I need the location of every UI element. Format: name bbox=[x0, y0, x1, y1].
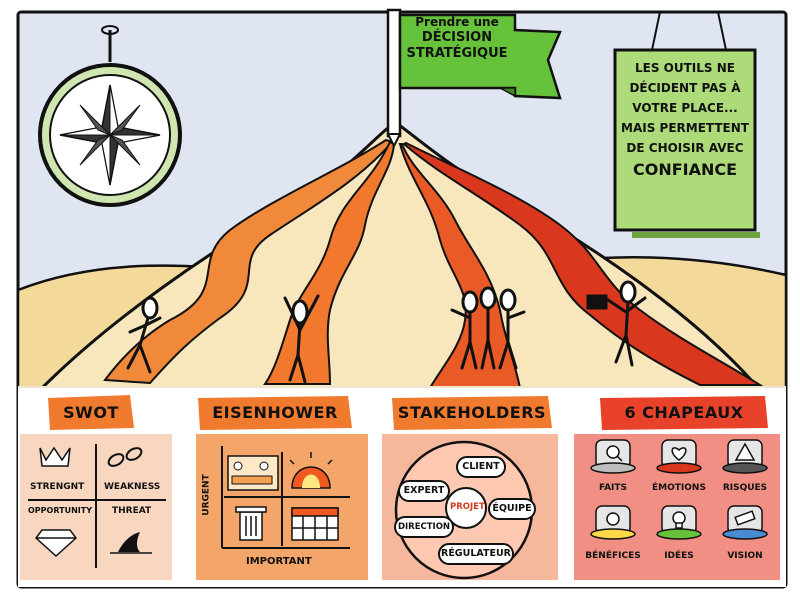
stakeholder-regulateur: Régulateur bbox=[438, 543, 514, 565]
hat-label-idees: Idées bbox=[664, 551, 694, 561]
swot-threat-label: Threat bbox=[112, 506, 152, 516]
sun-icon bbox=[590, 505, 636, 540]
path-1 bbox=[103, 138, 394, 385]
stakeholder-direction: Direction bbox=[394, 516, 454, 538]
sign-line-1: Les outils ne bbox=[635, 61, 735, 75]
compass-icon bbox=[38, 25, 182, 207]
swot-strength-label: Strengnt bbox=[30, 482, 85, 492]
sign-line-5: de choisir avec bbox=[626, 141, 744, 155]
hat-label-vision: Vision bbox=[727, 551, 763, 561]
shark-fin-icon bbox=[110, 532, 152, 554]
hat-label-benefices: Bénéfices bbox=[585, 551, 641, 561]
flag-line-2: Décision bbox=[421, 30, 493, 45]
trash-icon bbox=[235, 506, 267, 541]
lightbulb-icon bbox=[656, 505, 702, 540]
swot-weakness-label: Weakness bbox=[104, 482, 161, 492]
heart-icon bbox=[656, 439, 702, 474]
hat-label-faits: Faits bbox=[598, 483, 628, 493]
calendar-icon bbox=[291, 507, 339, 541]
magnifier-icon bbox=[590, 439, 636, 474]
broken-chain-icon bbox=[107, 447, 143, 467]
swot-title: SWOT bbox=[63, 403, 119, 422]
path-4 bbox=[402, 141, 764, 386]
crown-icon bbox=[39, 446, 71, 467]
stakeholder-expert: Expert bbox=[398, 480, 450, 502]
sign-icon bbox=[613, 11, 760, 238]
sign-line-6: Confiance bbox=[632, 160, 738, 179]
stakeholder-equipe: Équipe bbox=[488, 498, 536, 520]
hats bbox=[590, 439, 768, 540]
telescope-icon bbox=[722, 505, 768, 540]
sign-line-3: votre place... bbox=[632, 101, 738, 115]
diamond-icon bbox=[34, 529, 78, 558]
section-tags bbox=[48, 395, 768, 430]
flag-line-3: stratégique bbox=[406, 46, 508, 61]
meeting-icon bbox=[227, 455, 279, 491]
hats-title: 6 chapeaux bbox=[624, 403, 744, 422]
eisenhower-important-label: Important bbox=[246, 556, 312, 567]
eisenhower-title: Eisenhower bbox=[212, 403, 338, 422]
project-label: Projet bbox=[450, 502, 485, 512]
sign-line-2: décident pas à bbox=[629, 81, 741, 95]
alarm-icon bbox=[289, 452, 333, 489]
swot-opportunity-label: Opportunity bbox=[28, 506, 93, 515]
warning-icon bbox=[722, 439, 768, 474]
sign-line-4: Mais permettent bbox=[621, 121, 749, 135]
hat-label-risques: Risques bbox=[722, 483, 768, 493]
flag-icon bbox=[386, 8, 562, 149]
stakeholder-client: Client bbox=[456, 456, 506, 478]
sign-text: Les outils ne décident pas à votre place… bbox=[618, 58, 752, 228]
eisenhower-urgent-label: Urgent bbox=[201, 474, 212, 516]
flag-line-1: Prendre une bbox=[415, 15, 499, 29]
stakeholders-title: Stakeholders bbox=[397, 403, 547, 422]
hikers bbox=[126, 280, 647, 384]
project-circle bbox=[445, 487, 487, 529]
flag-label: Prendre une Décision stratégique bbox=[403, 14, 511, 62]
hat-label-emotions: Émotions bbox=[652, 483, 706, 493]
